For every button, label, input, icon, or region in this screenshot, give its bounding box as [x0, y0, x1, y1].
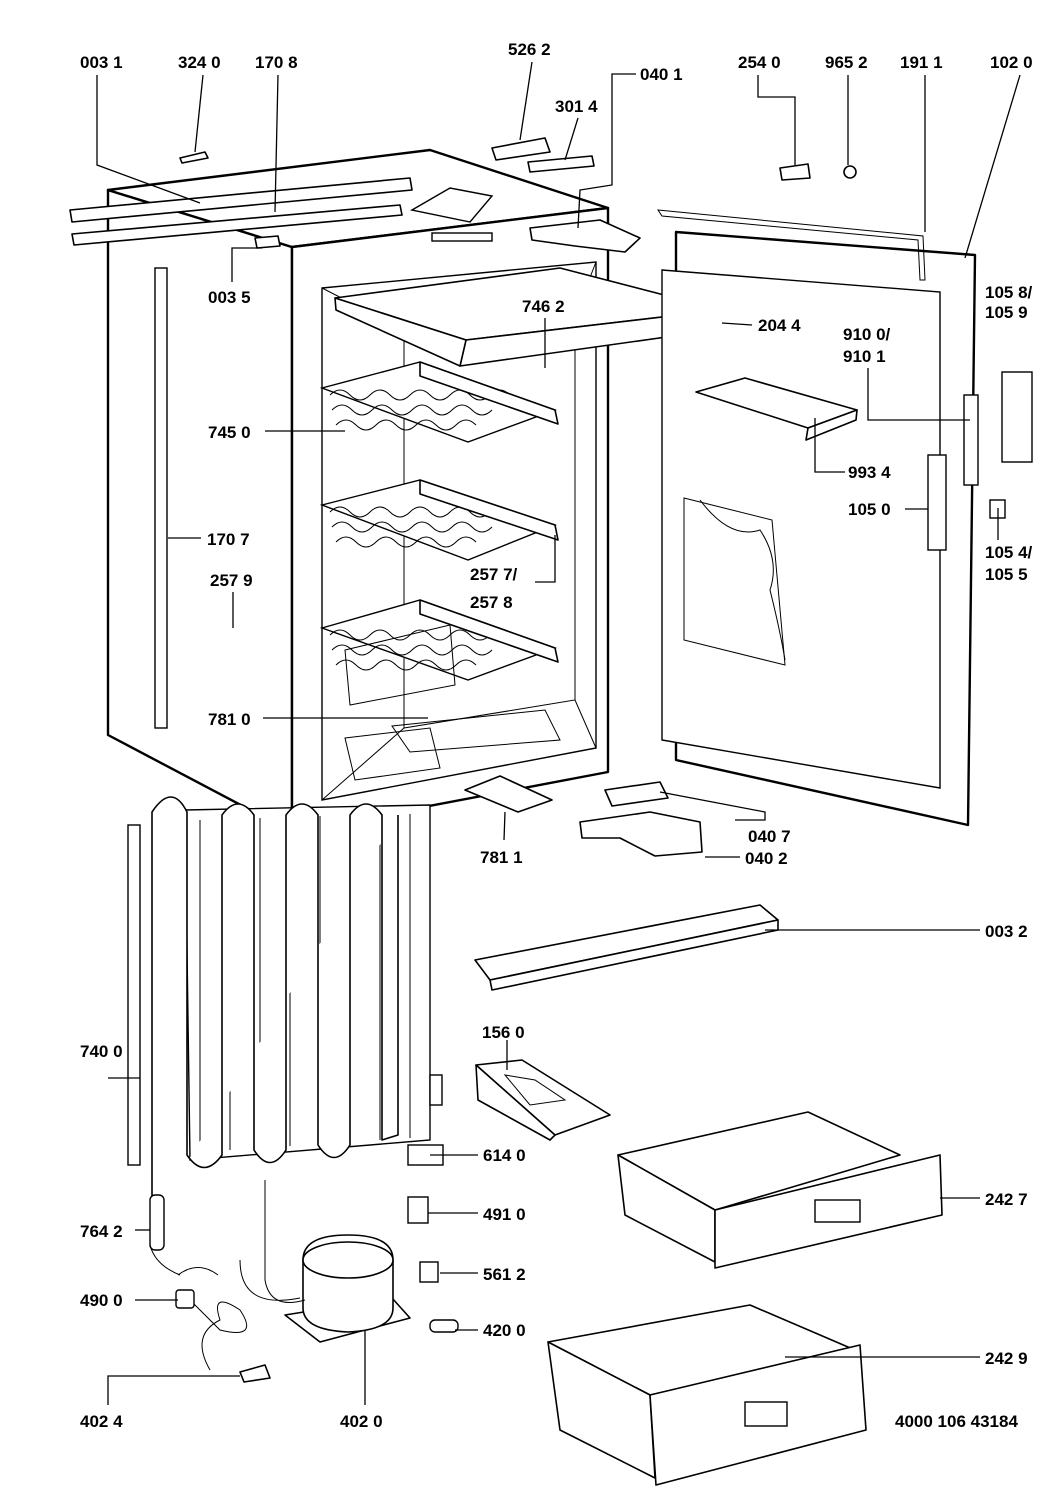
label-781-1: 781 1 [480, 848, 523, 867]
label-003-5: 003 5 [208, 288, 251, 307]
label-402-0: 402 0 [340, 1412, 383, 1431]
label-040-7: 040 7 [748, 827, 791, 846]
label-764-2: 764 2 [80, 1222, 123, 1241]
label-257-9: 257 9 [210, 571, 253, 590]
label-105-0: 105 0 [848, 500, 891, 519]
label-242-9: 242 9 [985, 1349, 1028, 1368]
condenser [127, 796, 443, 1251]
glass-shelf-top [334, 267, 723, 367]
label-254-0: 254 0 [738, 53, 781, 72]
label-105-5: 105 5 [985, 565, 1028, 584]
label-105-8: 105 8/ [985, 283, 1033, 302]
label-204-4: 204 4 [758, 316, 801, 335]
label-003-2: 003 2 [985, 922, 1028, 941]
label-740-0: 740 0 [80, 1042, 123, 1061]
label-257-7: 257 7/ [470, 565, 518, 584]
label-910-0: 910 0/ [843, 325, 891, 344]
label-420-0: 420 0 [483, 1321, 526, 1340]
label-614-0: 614 0 [483, 1146, 526, 1165]
compressor [149, 1180, 411, 1343]
door [656, 209, 1033, 827]
label-324-0: 324 0 [178, 53, 221, 72]
wire-shelf-upper [319, 361, 559, 443]
leader-lines [96, 61, 1021, 1405]
label-105-4: 105 4/ [985, 543, 1033, 562]
label-993-4: 993 4 [848, 463, 891, 482]
document-number: 4000 106 43184 [895, 1412, 1018, 1431]
label-301-4: 301 4 [555, 97, 598, 116]
label-003-1: 003 1 [80, 53, 123, 72]
wire-shelf-lower [319, 599, 559, 706]
label-105-9: 105 9 [985, 303, 1028, 322]
label-242-7: 242 7 [985, 1190, 1028, 1209]
drawer-upper [617, 1111, 943, 1269]
label-040-1: 040 1 [640, 65, 683, 84]
base-plate [474, 904, 779, 991]
bottom-hinge-parts [464, 775, 703, 857]
part-labels: 003 1 324 0 170 8 526 2 301 4 040 1 254 … [80, 40, 1033, 1431]
ice-tray [475, 1059, 611, 1141]
wire-shelf-middle [319, 479, 559, 561]
drawer-lower [547, 1304, 867, 1486]
cabinet-body [106, 148, 610, 834]
label-102-0: 102 0 [990, 53, 1033, 72]
label-910-1: 910 1 [843, 347, 886, 366]
label-965-2: 965 2 [825, 53, 868, 72]
top-trim-parts [69, 137, 857, 253]
label-490-0: 490 0 [80, 1291, 123, 1310]
electrical-parts [407, 1144, 459, 1333]
label-491-0: 491 0 [483, 1205, 526, 1224]
label-257-8: 257 8 [470, 593, 513, 612]
power-cord [175, 1289, 271, 1383]
label-746-2: 746 2 [522, 297, 565, 316]
label-402-4: 402 4 [80, 1412, 123, 1431]
label-561-2: 561 2 [483, 1265, 526, 1284]
label-040-2: 040 2 [745, 849, 788, 868]
label-781-0: 781 0 [208, 710, 251, 729]
label-156-0: 156 0 [482, 1023, 525, 1042]
label-745-0: 745 0 [208, 423, 251, 442]
label-191-1: 191 1 [900, 53, 943, 72]
label-526-2: 526 2 [508, 40, 551, 59]
label-170-8: 170 8 [255, 53, 298, 72]
label-170-7: 170 7 [207, 530, 250, 549]
